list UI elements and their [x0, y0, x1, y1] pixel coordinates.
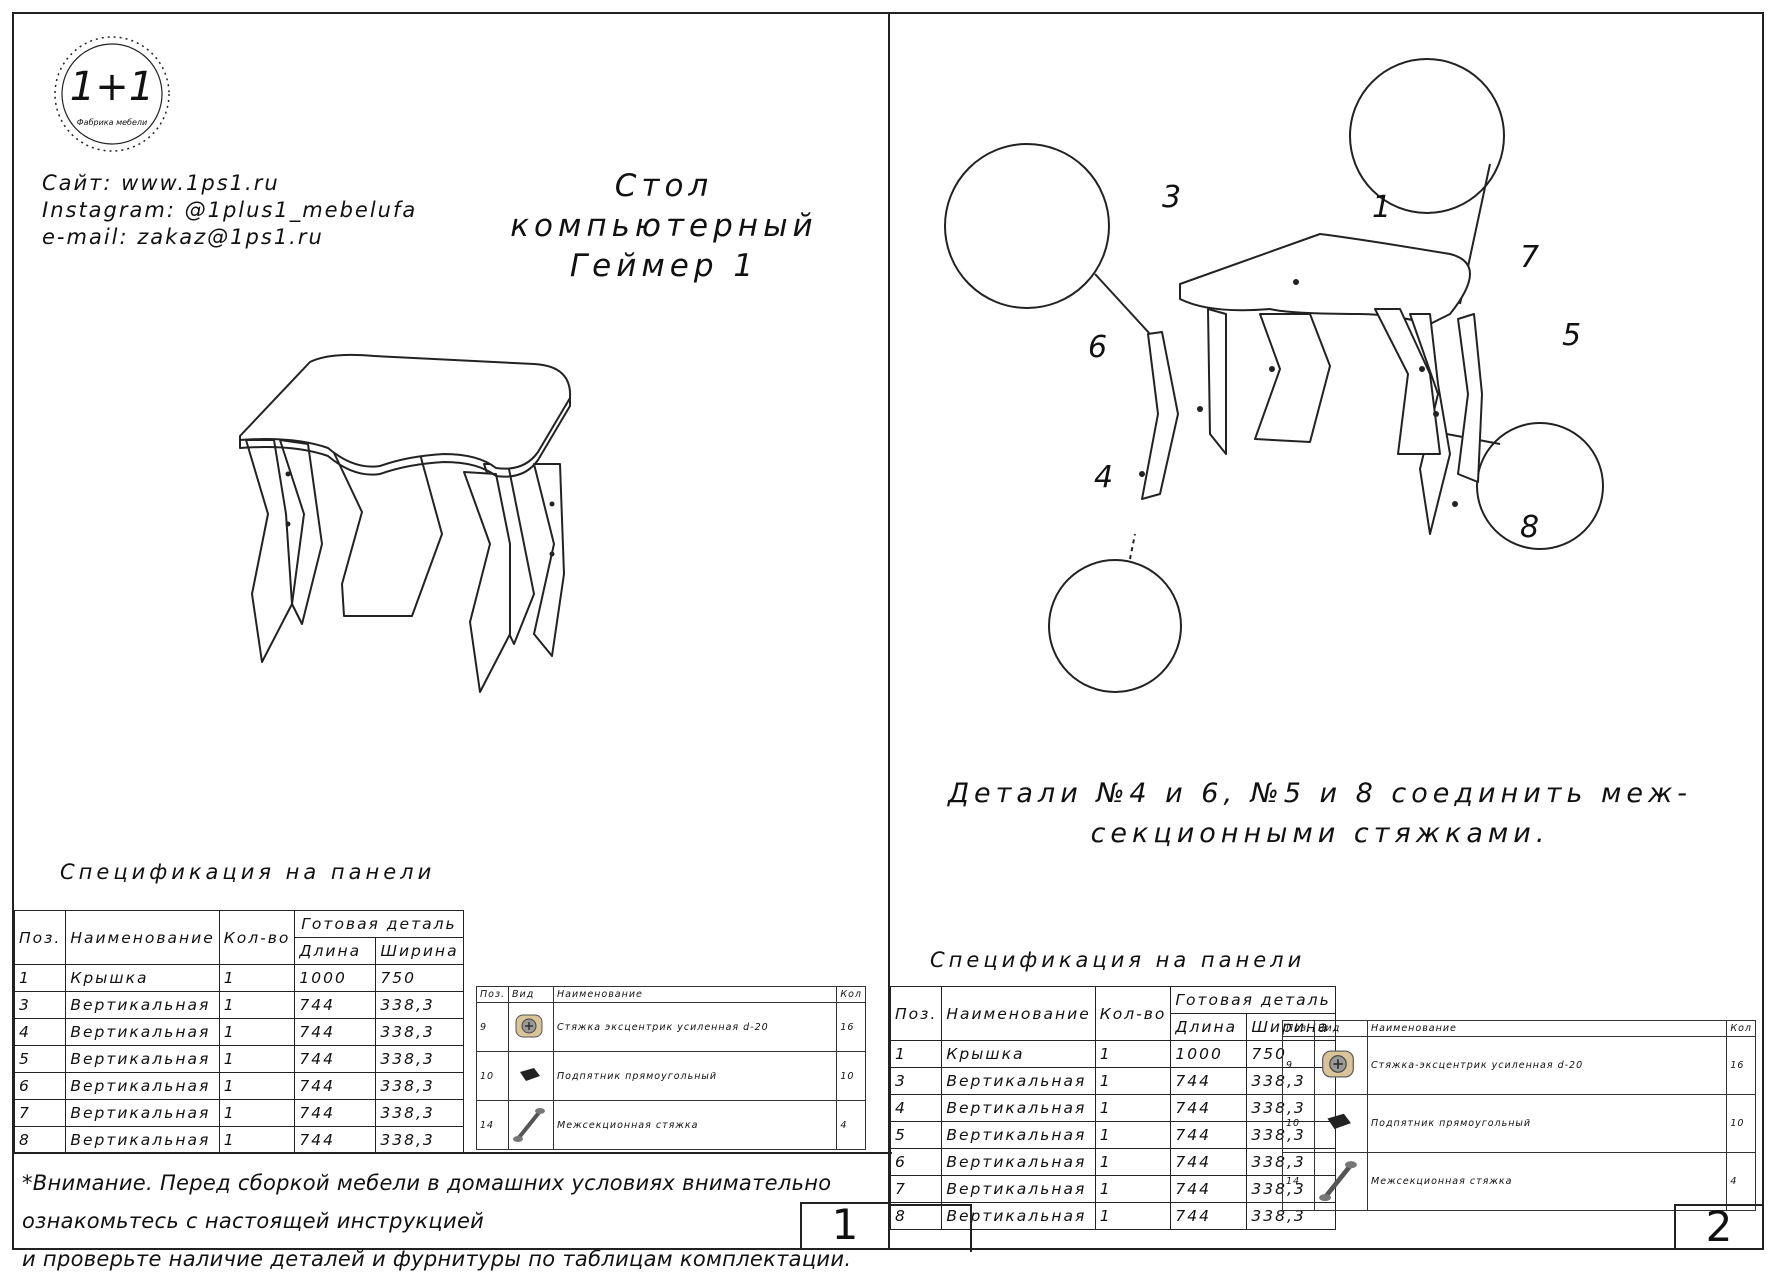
col-pos: Поз.	[13, 910, 67, 965]
eccentric-icon	[1314, 1036, 1369, 1095]
instruction-sheet-2: 3 1 7 6 5 4 8 Детали №4 и 6, №5 и 8 соед…	[888, 12, 1764, 1252]
instagram-text: Instagram: @1plus1_mebelufa	[42, 198, 418, 222]
table-row: 9 Стяжка эксцентрик усиленная d-20 16	[475, 1002, 866, 1052]
callout-4: 4	[1094, 460, 1114, 495]
panel-spec-table: Поз. Наименование Кол-во Готовая деталь …	[13, 910, 464, 1154]
callout-1: 1	[1372, 190, 1392, 225]
eccentric-icon	[508, 1002, 555, 1052]
callout-8: 8	[1520, 510, 1540, 545]
stamp-cell	[890, 1204, 972, 1252]
contacts-block: Сайт: www.1ps1.ru Instagram: @1plus1_meb…	[42, 170, 417, 251]
company-logo: 1+1 Фабрика мебели	[52, 34, 172, 154]
note-line-2: и проверьте наличие деталей и фурнитуры …	[22, 1247, 852, 1271]
instruction-sheet-1: 1+1 Фабрика мебели Сайт: www.1ps1.ru Ins…	[12, 12, 892, 1271]
callout-3: 3	[1162, 180, 1182, 215]
col-qty: Кол-во	[218, 910, 296, 965]
spec-title: Спецификация на панели	[60, 860, 436, 884]
hardware-table: Поз. Вид Наименование Кол 9 Стяжка-эксце…	[1281, 1020, 1756, 1211]
callout-5: 5	[1562, 318, 1582, 353]
page-number: 1	[800, 1202, 890, 1250]
site-text: Сайт: www.1ps1.ru	[42, 171, 280, 195]
col-name: Наименование	[65, 910, 220, 965]
callout-7: 7	[1520, 240, 1540, 275]
col-finished: Готовая деталь	[294, 910, 464, 938]
panel-spec-table: Поз. Наименование Кол-во Готовая деталь …	[889, 986, 1336, 1230]
note-line-1: *Внимание. Перед сборкой мебели в домашн…	[22, 1171, 832, 1233]
callout-6: 6	[1088, 330, 1108, 365]
title-line-2: Геймер 1	[569, 248, 759, 284]
col-length: Длина	[294, 937, 377, 965]
foot-pad-icon	[508, 1051, 555, 1101]
note-divider	[14, 1152, 892, 1154]
assembly-caption: Детали №4 и 6, №5 и 8 соединить меж- сек…	[930, 774, 1710, 854]
table-row: 10 Подпятник прямоугольный 10	[1281, 1094, 1756, 1153]
spec-title: Спецификация на панели	[930, 948, 1306, 972]
col-width: Ширина	[375, 937, 464, 965]
table-row: 10 Подпятник прямоугольный 10	[475, 1051, 866, 1101]
table-row: 14 Межсекционная стяжка 4	[1281, 1152, 1756, 1211]
screw-tie-icon	[1314, 1152, 1369, 1211]
caption-line-1: Детали №4 и 6, №5 и 8 соединить меж-	[947, 778, 1693, 809]
foot-pad-icon	[1314, 1094, 1369, 1153]
table-row: 9 Стяжка-эксцентрик усиленная d-20 16	[1281, 1036, 1756, 1095]
logo-ring-text: Фабрика мебели	[76, 118, 148, 127]
caption-line-2: секционными стяжками.	[1090, 818, 1550, 849]
email-text: e-mail: zakaz@1ps1.ru	[42, 225, 324, 249]
page-number: 2	[1674, 1204, 1764, 1250]
logo-text: 1+1	[69, 64, 155, 110]
product-title: Стол компьютерный Геймер 1	[464, 166, 864, 286]
assembly-drawing	[944, 58, 1604, 693]
hardware-table: Поз. Вид Наименование Кол 9 Стяжка эксце…	[475, 986, 866, 1150]
title-line-1: Стол компьютерный	[510, 168, 818, 244]
table-row: 14 Межсекционная стяжка 4	[475, 1100, 866, 1150]
desk-drawing	[239, 353, 572, 693]
warning-note: *Внимание. Перед сборкой мебели в домашн…	[22, 1164, 888, 1278]
screw-tie-icon	[508, 1100, 555, 1150]
